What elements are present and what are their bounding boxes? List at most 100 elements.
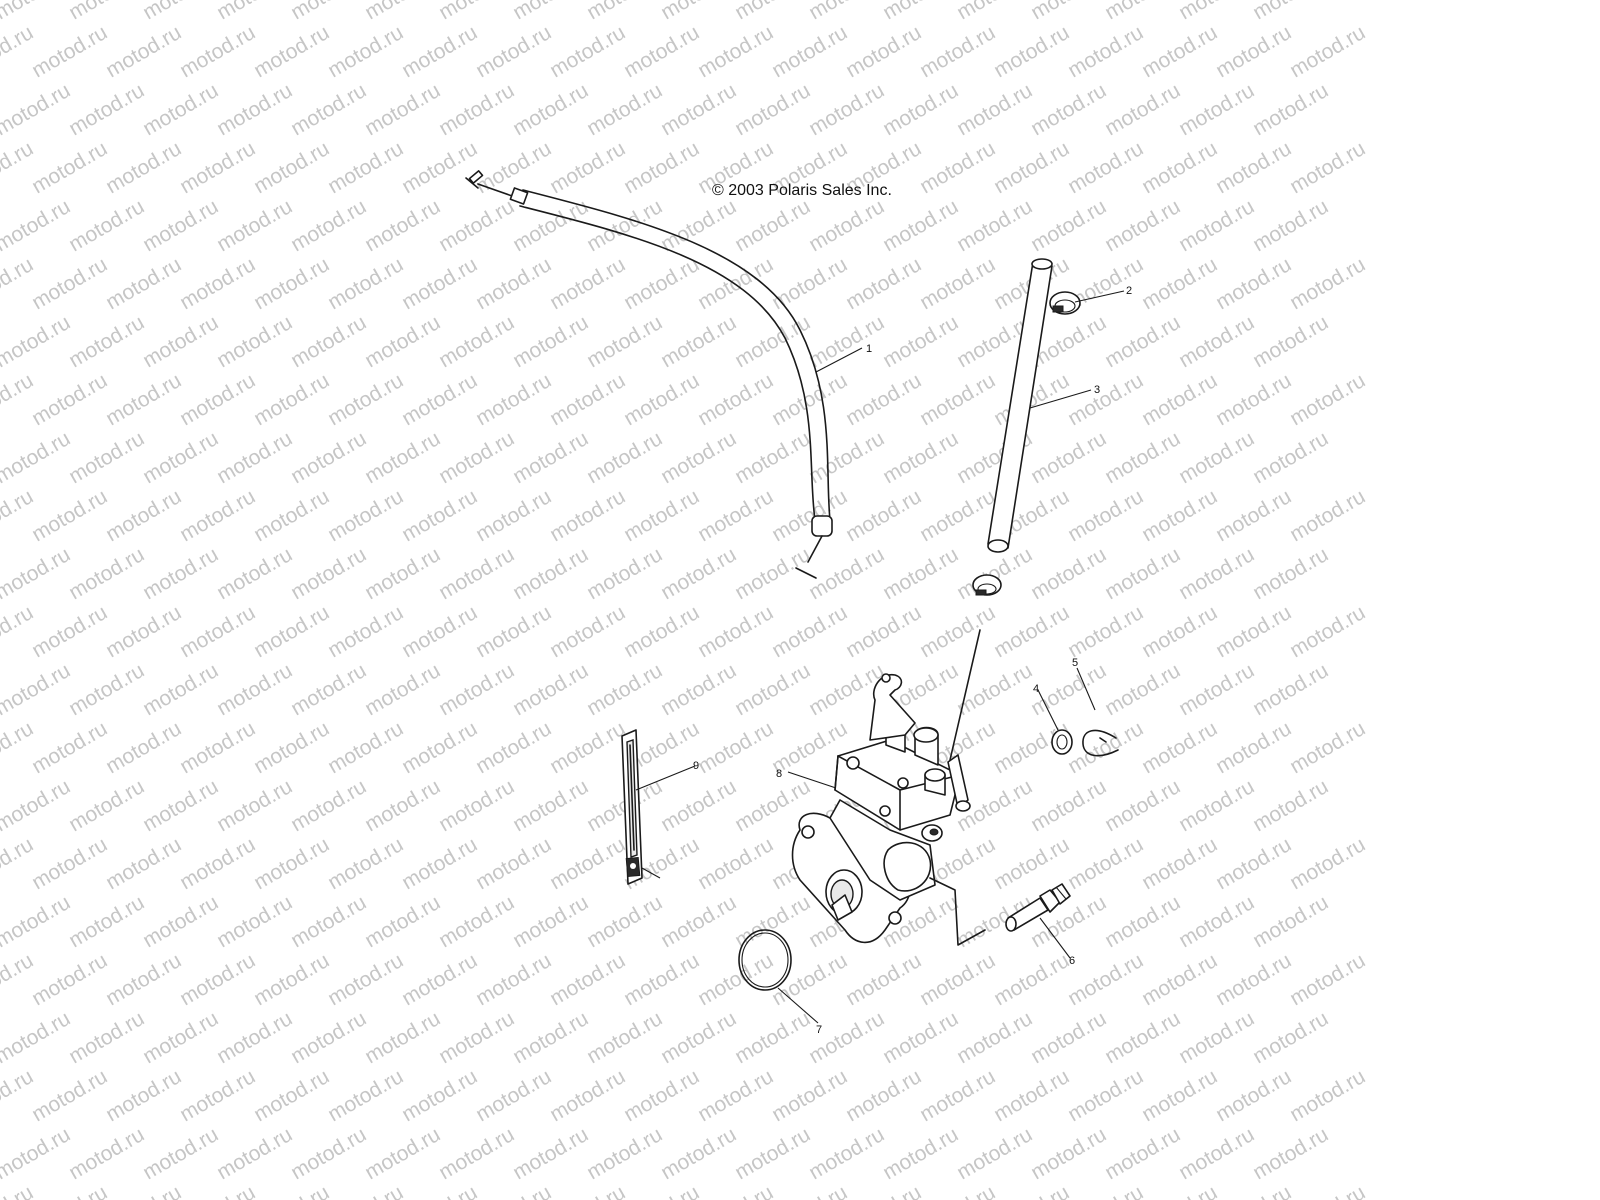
callout-6: 6 [1069,955,1075,967]
watermark-text: motod.ru [1027,79,1110,140]
watermark-text: motod.ru [1064,137,1147,198]
watermark-text: motod.ru [805,543,888,604]
watermark-text: motod.ru [1249,891,1332,952]
watermark-text: motod.ru [805,427,888,488]
watermark-text: motod.ru [361,195,444,256]
watermark-text: motod.ru [213,195,296,256]
watermark-text: motod.ru [472,833,555,894]
watermark-text: motod.ru [1212,21,1295,82]
watermark-text: motod.ru [324,253,407,314]
watermark-text: motod.ru [1175,891,1258,952]
watermark-text: motod.ru [102,369,185,430]
watermark-text: motod.ru [1286,21,1369,82]
copyright-text: © 2003 Polaris Sales Inc. [712,182,892,199]
watermark-text: motod.ru [0,0,74,24]
watermark-text: motod.ru [1249,775,1332,836]
watermark-text: motod.ru [435,427,518,488]
watermark-text: motod.ru [731,79,814,140]
watermark-text: motod.ru [213,311,296,372]
watermark-text: motod.ru [1101,775,1184,836]
watermark-text: motod.ru [287,543,370,604]
watermark-text: motod.ru [324,1065,407,1126]
watermark-text: motod.ru [583,0,666,24]
watermark-text: motod.ru [1101,195,1184,256]
watermark-text: motod.ru [1175,195,1258,256]
watermark-text: motod.ru [250,485,333,546]
watermark-text: motod.ru [472,1181,555,1200]
watermark-text: motod.ru [1249,0,1332,24]
watermark-text: motod.ru [361,1007,444,1068]
watermark-text: motod.ru [842,601,925,662]
watermark-text: motod.ru [1212,369,1295,430]
watermark-text: motod.ru [361,1123,444,1184]
watermark-text: motod.ru [139,79,222,140]
watermark-text: motod.ru [28,485,111,546]
watermark-text: motod.ru [1249,79,1332,140]
watermark-text: motod.ru [28,1065,111,1126]
watermark-text: motod.ru [176,1181,259,1200]
watermark-text: motod.ru [509,1007,592,1068]
watermark-text: motod.ru [953,1007,1036,1068]
watermark-text: motod.ru [435,659,518,720]
watermark-text: motod.ru [509,891,592,952]
watermark-text: motod.ru [213,891,296,952]
callout-9: 9 [693,760,699,772]
watermark-text: motod.ru [842,369,925,430]
watermark-text: motod.ru [28,369,111,430]
watermark-text: motod.ru [916,1065,999,1126]
callout-2: 2 [1126,285,1132,297]
watermark-text: motod.ru [1138,717,1221,778]
watermark-text: motod.ru [620,369,703,430]
watermark-layer: motod.rumotod.rumotod.rumotod.rumotod.ru… [0,0,1369,1200]
part-5-clip [1082,729,1119,757]
watermark-text: motod.ru [361,891,444,952]
watermark-text: motod.ru [398,485,481,546]
watermark-text: motod.ru [139,311,222,372]
watermark-text: motod.ru [361,543,444,604]
watermark-text: motod.ru [805,195,888,256]
watermark-text: motod.ru [287,659,370,720]
watermark-text: motod.ru [879,543,962,604]
watermark-text: motod.ru [842,253,925,314]
watermark-text: motod.ru [0,369,37,430]
watermark-text: motod.ru [102,833,185,894]
watermark-text: motod.ru [768,369,851,430]
watermark-text: motod.ru [0,543,74,604]
watermark-text: motod.ru [1286,485,1369,546]
watermark-text: motod.ru [472,1065,555,1126]
watermark-text: motod.ru [768,1065,851,1126]
watermark-text: motod.ru [102,717,185,778]
watermark-text: motod.ru [287,0,370,24]
watermark-text: motod.ru [398,1181,481,1200]
watermark-text: motod.ru [398,137,481,198]
watermark-text: motod.ru [1249,543,1332,604]
watermark-text: motod.ru [65,79,148,140]
watermark-text: motod.ru [953,0,1036,24]
watermark-text: motod.ru [1212,717,1295,778]
callout-7: 7 [816,1024,822,1036]
watermark-text: motod.ru [176,601,259,662]
watermark-text: motod.ru [916,601,999,662]
watermark-text: motod.ru [0,659,74,720]
watermark-text: motod.ru [990,949,1073,1010]
watermark-text: motod.ru [546,137,629,198]
watermark-text: motod.ru [176,21,259,82]
watermark-text: motod.ru [250,369,333,430]
watermark-text: motod.ru [0,137,37,198]
watermark-text: motod.ru [509,659,592,720]
watermark-text: motod.ru [472,717,555,778]
part-3-hose [949,258,1053,761]
part-7-oring [738,929,792,991]
watermark-text: motod.ru [1027,659,1110,720]
watermark-text: motod.ru [139,775,222,836]
watermark-text: motod.ru [916,137,999,198]
watermark-text: motod.ru [1286,601,1369,662]
watermark-text: motod.ru [1175,543,1258,604]
watermark-text: motod.ru [472,21,555,82]
watermark-text: motod.ru [287,1007,370,1068]
watermark-text: motod.ru [361,775,444,836]
watermark-text: motod.ru [361,427,444,488]
watermark-text: motod.ru [1064,485,1147,546]
watermark-text: motod.ru [176,833,259,894]
